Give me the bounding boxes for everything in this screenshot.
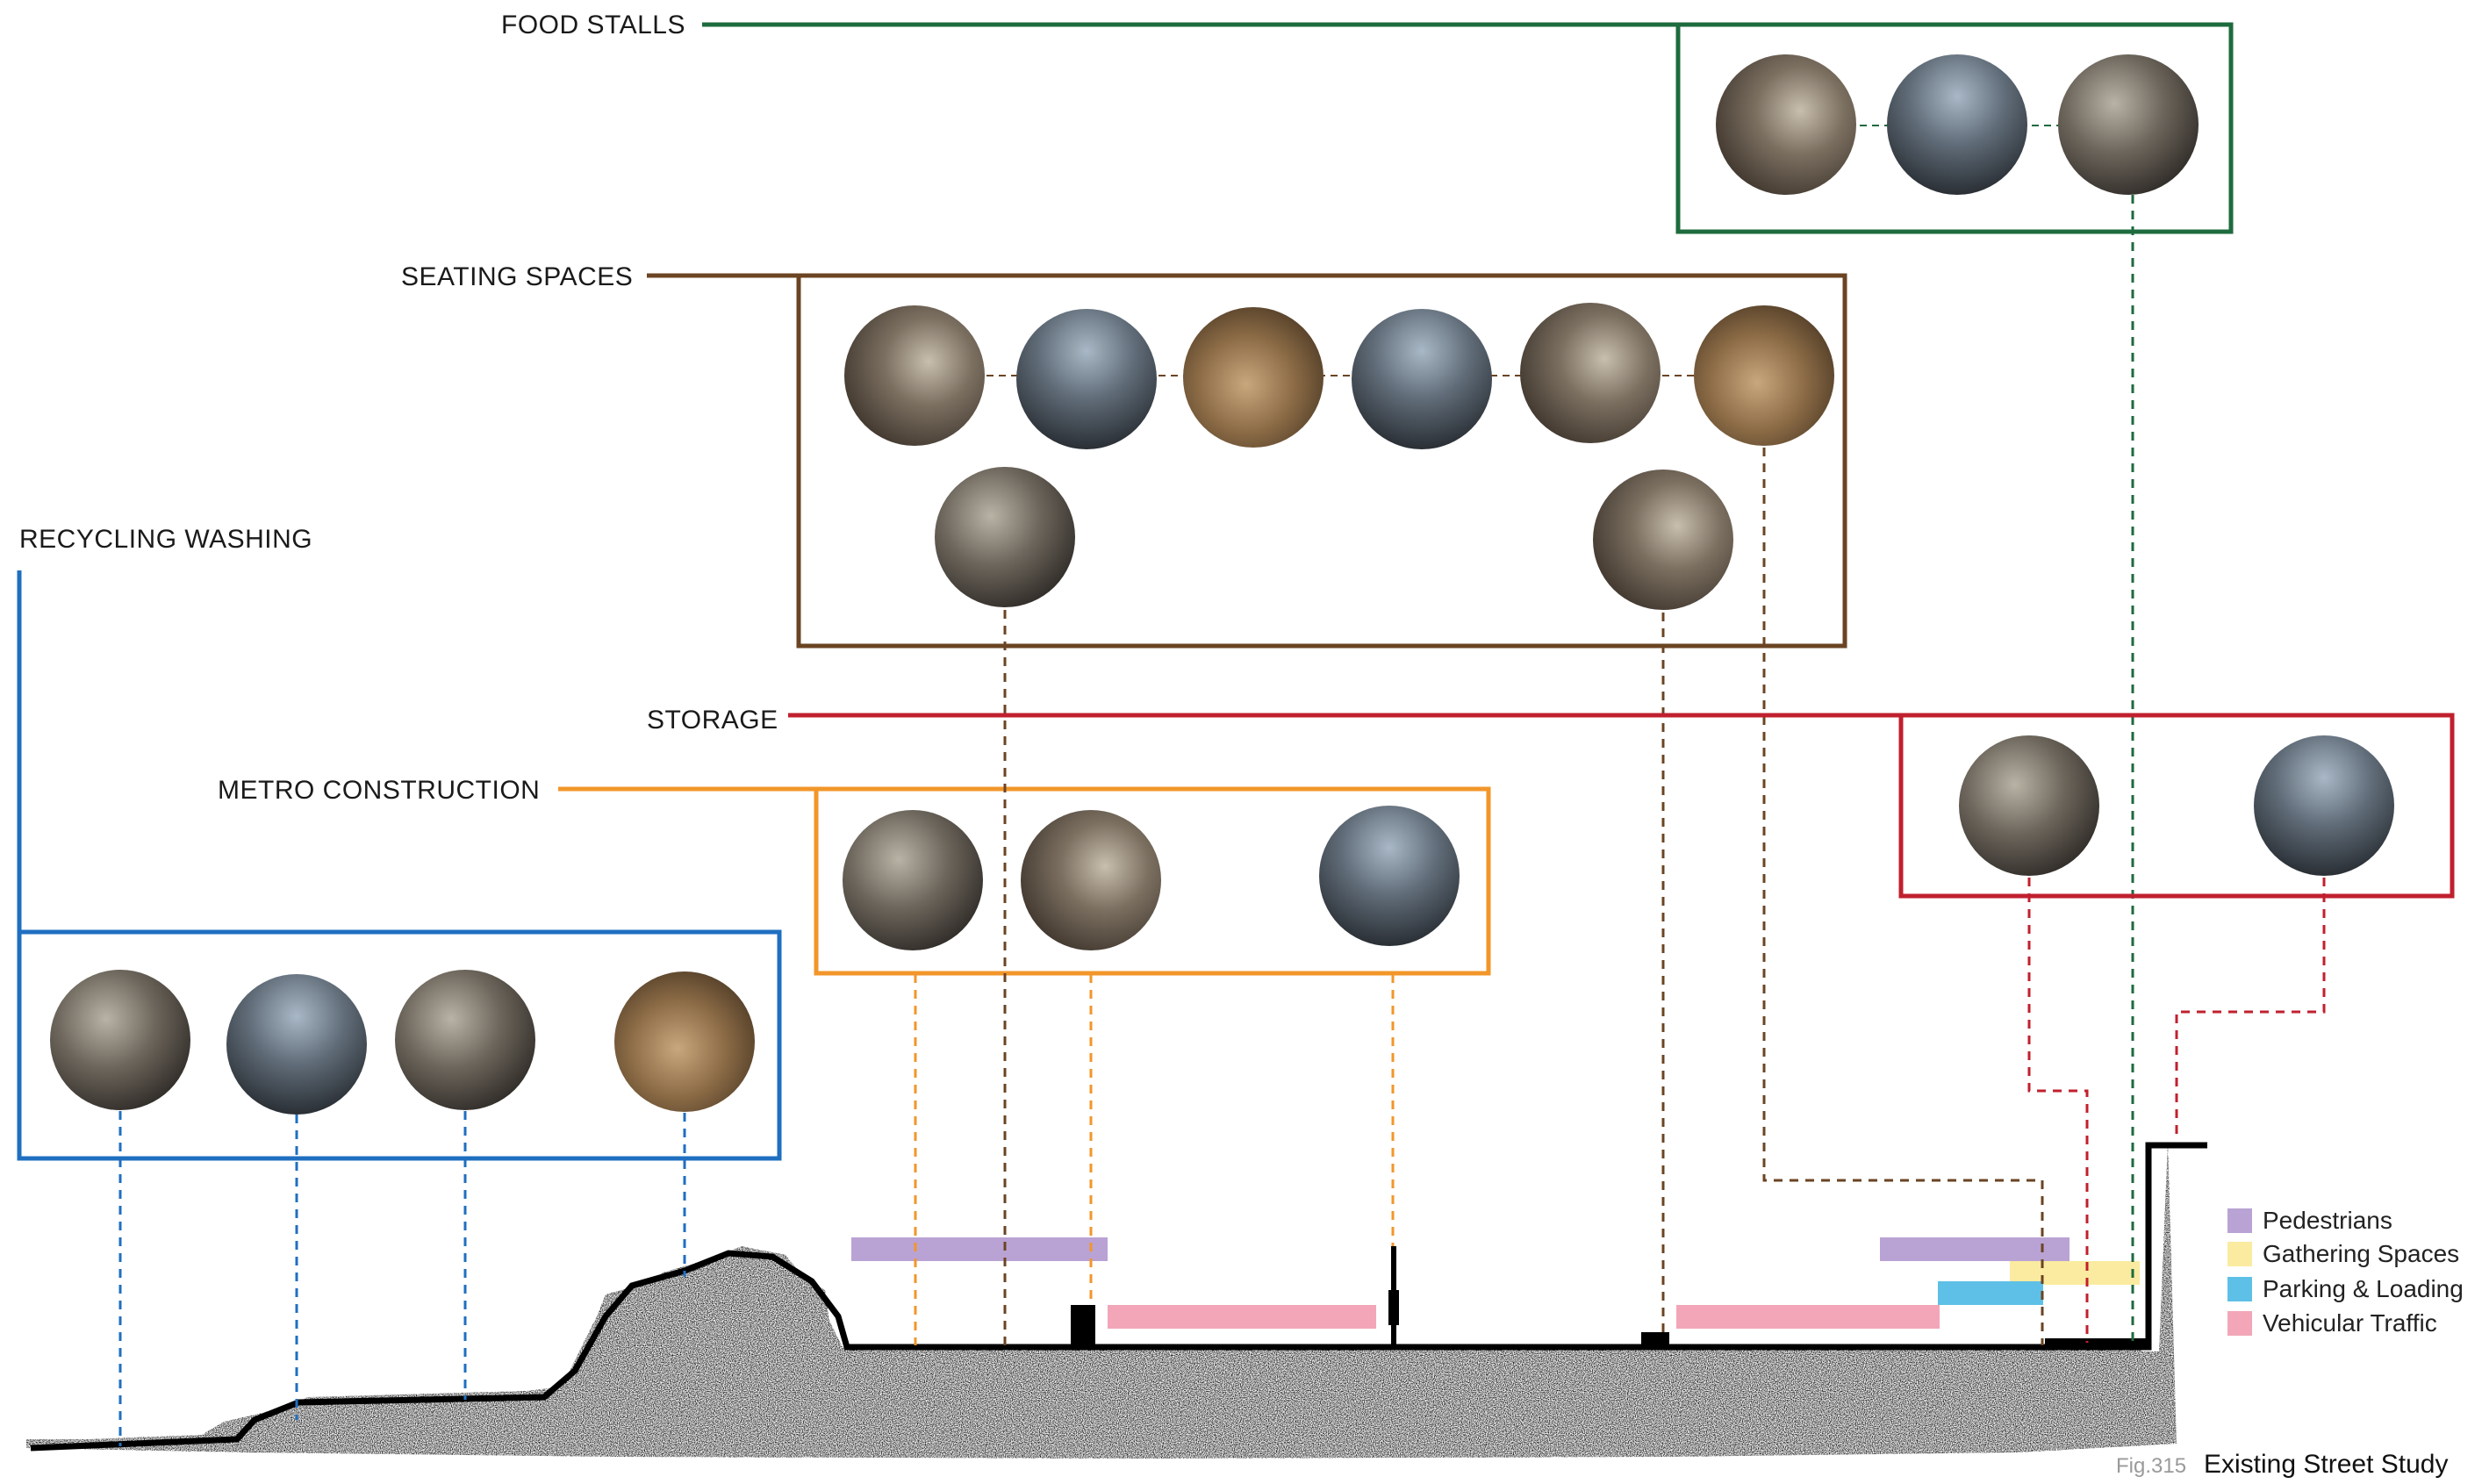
recycling-washing-frame <box>17 929 782 1161</box>
metro-photo-3 <box>1319 806 1460 946</box>
figure-caption: Fig.315 Existing Street Study <box>2116 1450 2448 1479</box>
seating-spaces-group: SEATING SPACES <box>401 262 2044 1345</box>
seating-photo-7 <box>935 467 1075 607</box>
metro-construction-frame <box>814 786 1491 976</box>
seating-photo-3 <box>1183 307 1323 448</box>
seating-photo-2 <box>1016 309 1157 449</box>
legend-label-pedestrians: Pedestrians <box>2263 1207 2392 1234</box>
vehicular-bar <box>1108 1305 1376 1329</box>
legend-label-vehicular: Vehicular Traffic <box>2263 1309 2437 1337</box>
figure-number: Fig.315 <box>2116 1454 2186 1478</box>
metro-photo-1 <box>843 810 983 950</box>
seating-photo-8 <box>1593 470 1733 610</box>
recycling-photo-3 <box>395 970 535 1110</box>
recycling-photo-2 <box>226 974 367 1115</box>
metro-construction-label: METRO CONSTRUCTION <box>218 776 540 805</box>
food-stalls-frame <box>1675 22 2234 234</box>
gathering-bar <box>2010 1261 2140 1285</box>
pedestrian-bar <box>851 1237 1108 1261</box>
vehicular-bar <box>1676 1305 1940 1329</box>
food-stalls-group: FOOD STALLS <box>501 11 2234 1343</box>
legend-swatch-parking <box>2227 1277 2252 1301</box>
food-photo-1 <box>1716 54 1856 195</box>
seating-photo-4 <box>1352 309 1492 449</box>
storage-photo-2 <box>2254 735 2394 876</box>
seating-spaces-label: SEATING SPACES <box>401 262 633 291</box>
food-photo-3 <box>2058 54 2199 195</box>
recycling-washing-group: RECYCLING WASHING <box>17 525 782 1446</box>
storage-photo-1 <box>1959 735 2099 876</box>
legend-swatch-gathering <box>2227 1242 2252 1266</box>
recycling-washing-label: RECYCLING WASHING <box>19 525 312 554</box>
storage-frame <box>1898 713 2455 899</box>
activity-bars <box>851 1237 2140 1329</box>
food-stalls-label: FOOD STALLS <box>501 11 685 39</box>
legend-label-parking: Parking & Loading <box>2263 1275 2464 1302</box>
pedestrian-bar <box>1880 1237 2070 1261</box>
legend-swatch-pedestrians <box>2227 1208 2252 1233</box>
parking-bar <box>1938 1281 2043 1305</box>
seating-photo-5 <box>1520 303 1661 443</box>
figure-title: Existing Street Study <box>2204 1450 2448 1479</box>
seating-photo-1 <box>844 305 985 446</box>
food-photo-2 <box>1887 54 2027 195</box>
seating-spaces-frame <box>796 273 1847 649</box>
metro-photo-2 <box>1021 810 1161 950</box>
legend-swatch-vehicular <box>2227 1311 2252 1336</box>
legend: Pedestrians Gathering Spaces Parking & L… <box>2227 1207 2464 1337</box>
recycling-photo-1 <box>50 970 190 1110</box>
metro-construction-group: METRO CONSTRUCTION <box>218 776 1491 1345</box>
seating-photo-6 <box>1694 305 1834 446</box>
recycling-photo-4 <box>614 971 755 1112</box>
storage-group: STORAGE <box>647 706 2455 1343</box>
legend-label-gathering: Gathering Spaces <box>2263 1240 2459 1267</box>
storage-label: STORAGE <box>647 706 778 735</box>
